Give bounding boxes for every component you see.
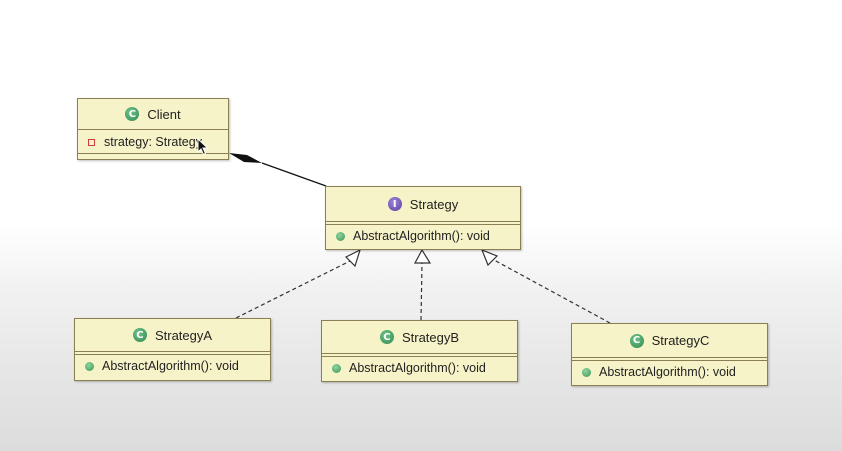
public-method-icon: [336, 231, 345, 241]
realization-edge-c[interactable]: [493, 259, 611, 324]
client-divider: [78, 153, 228, 158]
realization-edge-a[interactable]: [235, 259, 353, 319]
realization-edge-b[interactable]: [420, 262, 423, 321]
strategy-b-method: AbstractAlgorithm(): void: [349, 361, 486, 375]
strategy-c-divider: [572, 357, 767, 361]
strategy-a-header: C StrategyA: [75, 319, 270, 351]
strategy-a-method: AbstractAlgorithm(): void: [102, 359, 239, 373]
strategy-interface-name: Strategy: [409, 196, 459, 212]
strategy-c-header: C StrategyC: [572, 324, 767, 357]
realization-arrowhead-c: [480, 248, 499, 267]
strategy-b-divider: [322, 353, 517, 357]
client-class-name: Client: [147, 106, 181, 122]
strategy-divider: [326, 221, 520, 225]
strategy-interface-box[interactable]: I Strategy AbstractAlgorithm(): void: [325, 186, 521, 250]
composition-edge[interactable]: [261, 162, 327, 187]
composition-diamond: [229, 153, 262, 163]
public-method-icon: [332, 363, 341, 373]
realization-arrowhead-b: [413, 248, 432, 264]
interface-icon: I: [387, 197, 402, 211]
class-icon: C: [125, 107, 140, 121]
strategy-a-name: StrategyA: [154, 327, 213, 343]
private-field-icon: [88, 138, 95, 146]
strategy-c-method: AbstractAlgorithm(): void: [599, 365, 736, 379]
class-icon: C: [132, 328, 147, 342]
strategy-b-header: C StrategyB: [322, 321, 517, 353]
client-field: strategy: Strategy: [104, 135, 202, 149]
strategy-a-divider: [75, 351, 270, 355]
strategy-a-class-box[interactable]: C StrategyA AbstractAlgorithm(): void: [74, 318, 271, 381]
class-icon: C: [629, 333, 644, 348]
client-class-header: C Client: [78, 99, 228, 129]
realization-arrowhead-a: [344, 248, 361, 268]
strategy-c-name: StrategyC: [651, 333, 710, 348]
public-method-icon: [582, 367, 591, 377]
class-icon: C: [379, 330, 394, 344]
strategy-c-class-box[interactable]: C StrategyC AbstractAlgorithm(): void: [571, 323, 768, 386]
strategy-b-name: StrategyB: [401, 329, 460, 345]
strategy-interface-header: I Strategy: [326, 187, 520, 221]
strategy-b-class-box[interactable]: C StrategyB AbstractAlgorithm(): void: [321, 320, 518, 382]
public-method-icon: [85, 361, 94, 371]
strategy-method: AbstractAlgorithm(): void: [353, 229, 490, 243]
mouse-pointer-icon: [197, 138, 209, 156]
